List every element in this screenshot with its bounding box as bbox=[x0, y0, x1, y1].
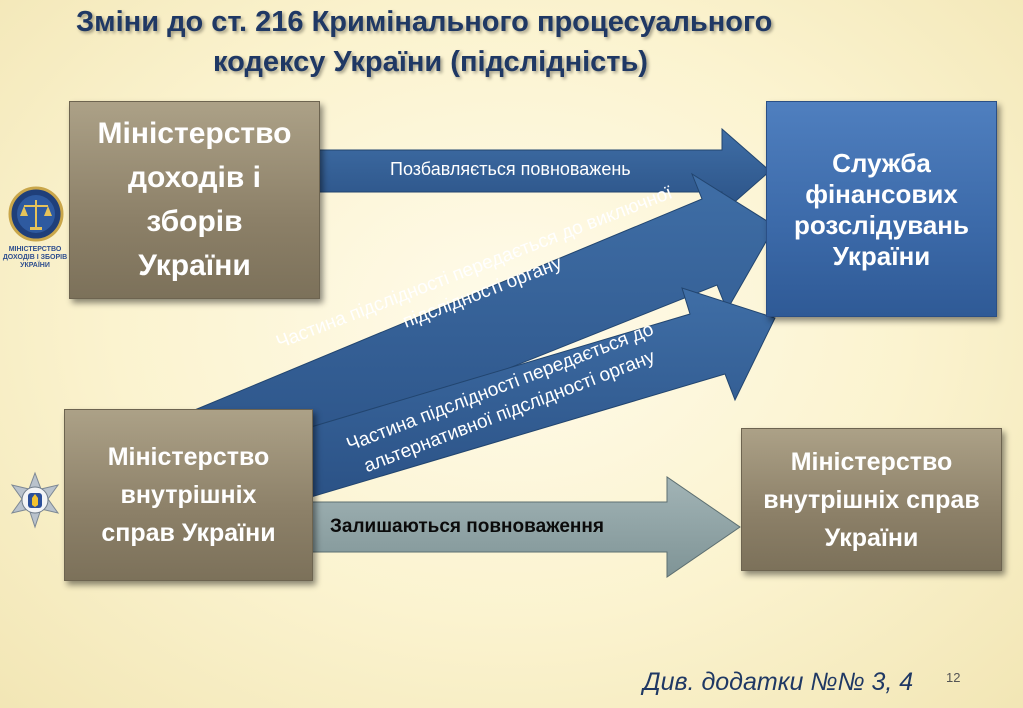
police-star-emblem-icon bbox=[10, 471, 60, 529]
box-ministry-interior-right-line2: внутрішніх справ bbox=[763, 485, 980, 514]
box-ministry-revenue-line3: зборів bbox=[146, 205, 243, 238]
emblem-ministry-caption-line1: МІНІСТЕРСТВО bbox=[8, 246, 62, 253]
arrow-loses-powers bbox=[317, 127, 771, 215]
box-ministry-interior-left: Міністерство внутрішніх справ України bbox=[64, 409, 313, 581]
box-ministry-interior-left-line2: внутрішніх bbox=[120, 481, 257, 509]
arrow-label-loses: Позбавляється повноважень bbox=[390, 159, 631, 179]
page-number: 12 bbox=[946, 670, 961, 685]
box-ministry-interior-left-line3: справ України bbox=[101, 519, 276, 547]
box-ministry-revenue-line2: доходів і bbox=[128, 161, 261, 194]
box-ministry-revenue-line4: України bbox=[138, 249, 251, 282]
scales-emblem-icon bbox=[8, 186, 64, 242]
slide-title-line-1: Зміни до ст. 216 Кримінального процесуал… bbox=[76, 6, 773, 38]
box-ministry-revenue-line1: Міністерство bbox=[97, 117, 292, 150]
arrow-remains-powers bbox=[310, 476, 741, 578]
arrow-label-remains: Залишаються повноваження bbox=[330, 516, 604, 537]
box-sfr-line1: Служба bbox=[832, 148, 931, 178]
footer-note: Див. додатки №№ 3, 4 bbox=[643, 668, 914, 696]
box-sfr-line4: України bbox=[832, 241, 931, 271]
emblem-ministry-caption: МІНІСТЕРСТВО ДОХОДІВ І ЗБОРІВ УКРАЇНИ bbox=[0, 246, 70, 270]
box-financial-investigation-service: Служба фінансових розслідувань України bbox=[766, 101, 997, 317]
box-sfr-line3: розслідувань bbox=[794, 210, 969, 240]
emblem-ministry-caption-line3: УКРАЇНИ bbox=[20, 262, 50, 269]
arrow-alternative-jurisdiction bbox=[310, 287, 776, 498]
emblem-ministry-caption-line2: ДОХОДІВ І ЗБОРІВ bbox=[2, 254, 68, 261]
slide-title-line-2: кодексу України (підслідність) bbox=[213, 46, 648, 78]
box-ministry-interior-right-line1: Міністерство bbox=[790, 447, 953, 476]
box-ministry-revenue: Міністерство доходів і зборів України bbox=[69, 101, 320, 299]
box-ministry-interior-right-line3: України bbox=[824, 523, 919, 552]
box-ministry-interior-left-line1: Міністерство bbox=[107, 443, 270, 471]
box-sfr-line2: фінансових bbox=[805, 179, 958, 209]
box-ministry-interior-right: Міністерство внутрішніх справ України bbox=[741, 428, 1002, 571]
